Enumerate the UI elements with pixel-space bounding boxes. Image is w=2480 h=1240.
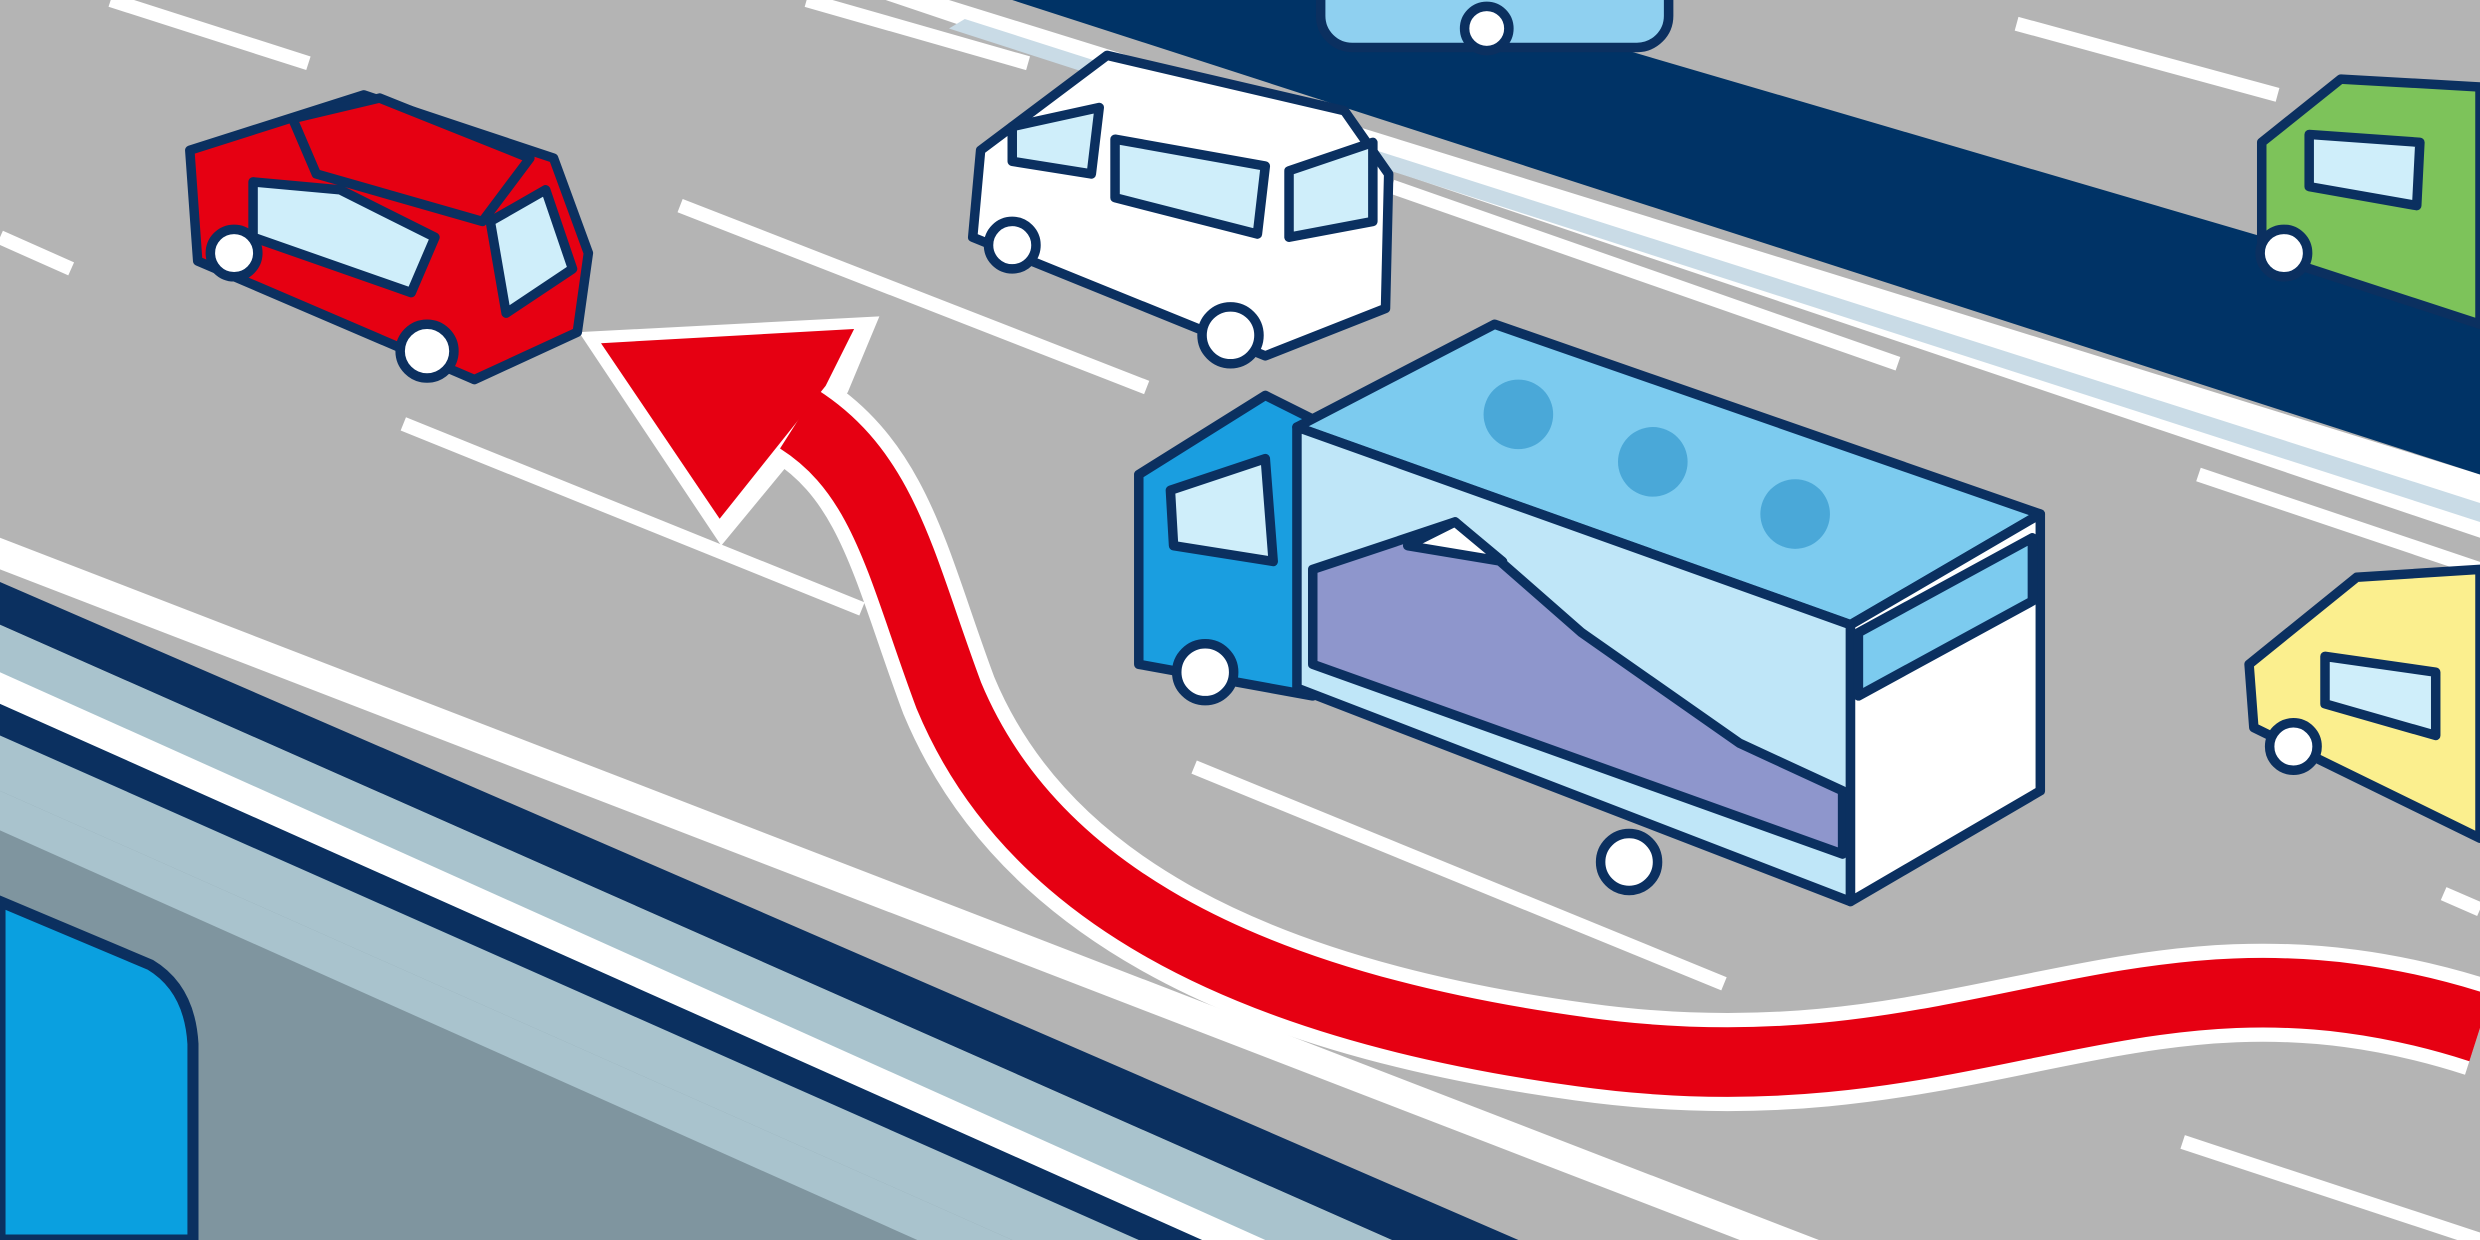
lane-change-arrow <box>578 316 2480 1112</box>
truck <box>1134 319 2046 907</box>
pillar <box>0 895 199 1240</box>
blue-car <box>1315 0 1674 56</box>
overpass-structure <box>0 537 1819 1240</box>
green-car <box>2255 74 2480 329</box>
white-van <box>967 50 1394 369</box>
yellow-car <box>2244 564 2480 844</box>
red-car <box>185 90 594 385</box>
cat-face-decal <box>1483 379 1830 549</box>
